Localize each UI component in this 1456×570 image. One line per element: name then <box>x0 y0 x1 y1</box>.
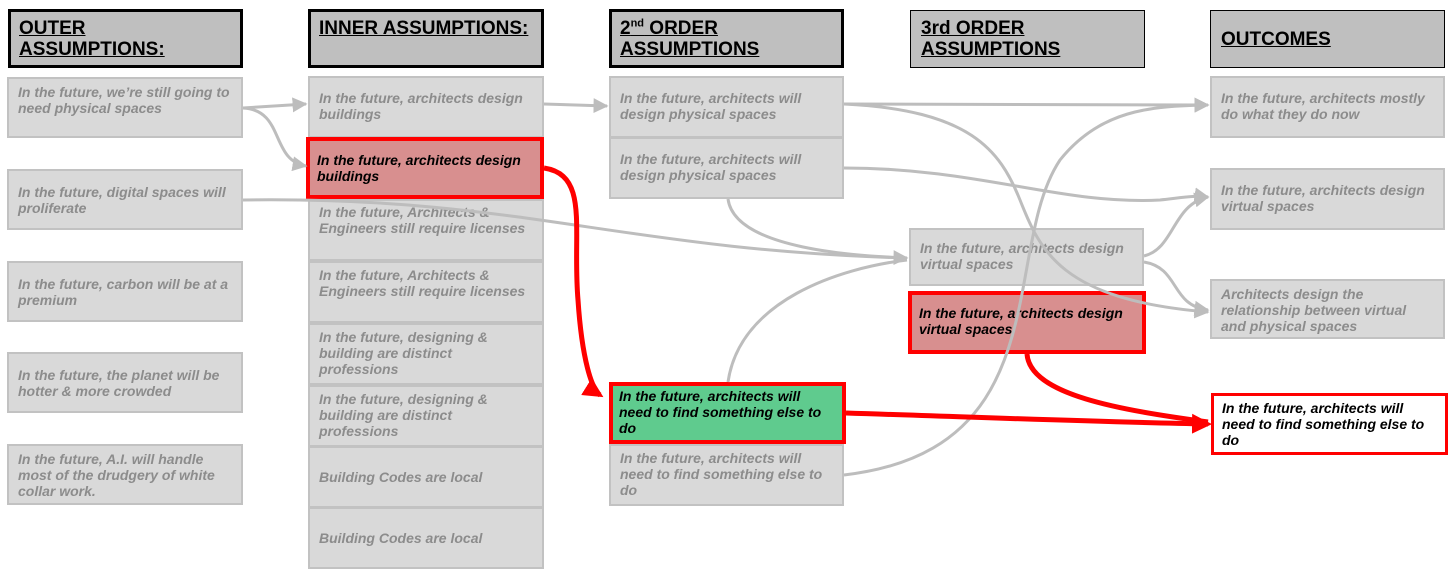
connector-third-to-outcome-relationship <box>1143 260 1210 316</box>
header-2nd-number: 2 <box>620 18 631 39</box>
inner-assumption-building-codes: Building Codes are local <box>308 446 544 508</box>
connector-red-third-to-outcome <box>1024 353 1209 425</box>
connector-second-bottom-to-outcome-now <box>843 97 1210 477</box>
header-outer-assumptions: OUTER ASSUMPTIONS: <box>8 9 243 68</box>
connector-red-inner-to-green <box>543 165 604 398</box>
inner-assumption-design-buildings: In the future, architects design buildin… <box>308 76 544 138</box>
header-2nd-superscript: nd <box>630 17 645 30</box>
header-outcomes: OUTCOMES <box>1210 10 1445 68</box>
outer-assumption-digital-spaces: In the future, digital spaces will proli… <box>7 169 243 230</box>
outer-assumption-physical-spaces: In the future, we’re still going to need… <box>7 77 243 138</box>
connector-green-to-third <box>726 258 908 383</box>
header-inner-assumptions: INNER ASSUMPTIONS: <box>308 9 544 68</box>
connector-inner-to-second <box>543 98 609 114</box>
inner-assumption-design-buildings-highlighted: In the future, architects design buildin… <box>306 137 544 199</box>
connector-third-to-outcome-virtual <box>1143 192 1210 258</box>
connector-second-to-outcome-now <box>843 97 1210 113</box>
connector-outer-to-inner-2 <box>242 106 308 172</box>
connector-outer-to-inner-1 <box>242 97 308 113</box>
outer-assumption-carbon: In the future, carbon will be at a premi… <box>7 261 243 322</box>
second-order-find-something-else: In the future, architects will need to f… <box>609 444 844 506</box>
connector-red-green-to-outcome <box>845 410 1212 434</box>
outcome-what-they-do-now: In the future, architects mostly do what… <box>1210 76 1445 138</box>
second-order-find-something-else-highlighted: In the future, architects will need to f… <box>609 382 846 444</box>
connector-second-to-third <box>726 198 908 260</box>
header-2nd-order-assumptions: 2nd ORDER ASSUMPTIONS <box>609 9 844 68</box>
outer-assumption-ai: In the future, A.I. will handle most of … <box>7 444 243 505</box>
connector-digital-to-third <box>242 198 909 266</box>
third-order-virtual-spaces-highlighted: In the future, architects design virtual… <box>908 291 1146 354</box>
outcome-relationship: Architects design the relationship betwe… <box>1210 279 1445 339</box>
connector-second2-to-outcome-virtual <box>843 166 1210 203</box>
inner-assumption-licenses-2: In the future, Architects & Engineers st… <box>308 261 544 323</box>
connector-second-to-outcome-relationship <box>843 102 1210 319</box>
header-2nd-rest: ORDER ASSUMPTIONS <box>620 18 760 60</box>
outcome-find-something-else: In the future, architects will need to f… <box>1211 393 1448 455</box>
inner-assumption-building-codes-2: Building Codes are local <box>308 507 544 569</box>
header-3rd-order-assumptions: 3rd ORDER ASSUMPTIONS <box>910 10 1145 68</box>
outer-assumption-planet: In the future, the planet will be hotter… <box>7 352 243 413</box>
inner-assumption-distinct-professions: In the future, designing & building are … <box>308 323 544 385</box>
outcome-virtual-spaces: In the future, architects design virtual… <box>1210 168 1445 230</box>
second-order-physical-spaces-2: In the future, architects will design ph… <box>609 137 844 199</box>
